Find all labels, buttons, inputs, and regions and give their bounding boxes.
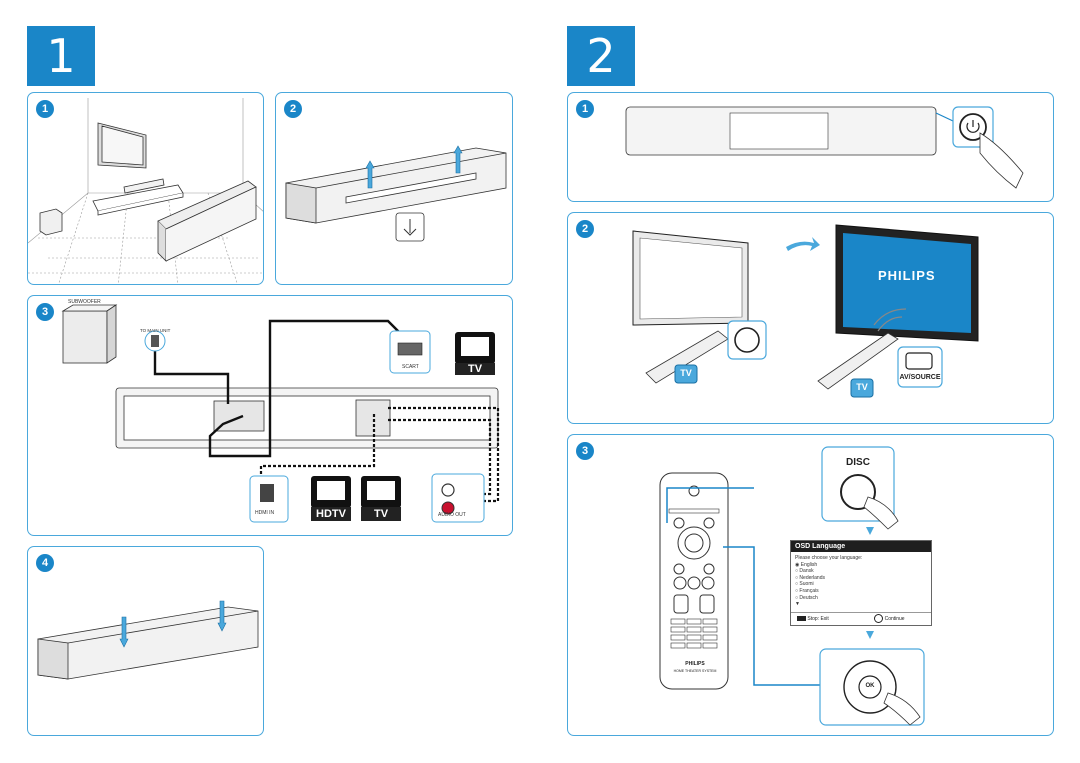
hdtv-tag: HDTV — [311, 507, 351, 521]
tv-tag-hdmi: TV — [361, 507, 401, 521]
scart-label: SCART — [402, 364, 419, 370]
remote-illustration — [659, 446, 925, 726]
main-unit-front-illustration — [37, 600, 259, 680]
remote-brand: PHILIPS — [685, 661, 705, 667]
step-badge: 2 — [576, 220, 594, 238]
osd-language-screen: OSD Language Please choose your language… — [790, 540, 932, 626]
panel-room-placement: 1 — [27, 92, 264, 285]
disc-button-label: DISC — [846, 457, 870, 468]
osd-language-option[interactable]: ○ Deutsch — [795, 594, 818, 601]
panel-attach-cover: 4 — [27, 546, 264, 736]
panel-power-on: 1 — [567, 92, 1054, 202]
step-badge: 1 — [36, 100, 54, 118]
to-main-unit-label: TO MAIN UNIT — [140, 328, 171, 333]
step-badge: 3 — [576, 442, 594, 460]
av-source-label: AV/SOURCE — [899, 374, 941, 381]
section-number-1: 1 — [27, 26, 95, 86]
connection-diagram — [61, 304, 500, 523]
osd-continue-label: Continue — [884, 616, 905, 622]
osd-language-option[interactable]: ○ Suomi — [795, 581, 814, 588]
osd-prompt: Please choose your language: — [795, 555, 863, 561]
subwoofer-label: SUBWOOFER — [68, 299, 101, 305]
main-unit-illustration — [285, 145, 507, 242]
tv-badge-1: TV — [680, 368, 692, 378]
panel-tv-source: 2 PHILIPS TV TV AV/SOURCE — [567, 212, 1054, 424]
osd-title: OSD Language — [791, 541, 931, 552]
tv-source-illustration — [632, 224, 979, 398]
step-badge: 1 — [576, 100, 594, 118]
step-badge: 2 — [284, 100, 302, 118]
audio-out-label: AUDIO OUT — [438, 512, 466, 518]
stop-icon — [797, 616, 806, 622]
section-number-2: 2 — [567, 26, 635, 86]
panel-remove-cover: 2 — [275, 92, 513, 285]
osd-stop-label: Stop: Exit — [807, 616, 829, 622]
remote-model: HOME THEATER SYSTEM — [673, 669, 717, 673]
panel-connections: 3 SUBWOOFER — [27, 295, 513, 536]
osd-language-option[interactable]: ○ Français — [795, 587, 819, 594]
osd-language-option[interactable]: ○ Nederlands — [795, 574, 825, 581]
tv-badge-2: TV — [856, 382, 868, 392]
osd-more-indicator: ▼ — [795, 601, 800, 608]
osd-language-option[interactable]: ◉ English — [795, 561, 818, 568]
step-badge: 4 — [36, 554, 54, 572]
room-illustration — [28, 98, 263, 284]
ok-icon — [874, 614, 884, 624]
step-badge: 3 — [36, 303, 54, 321]
ok-button-label: OK — [865, 683, 875, 689]
hdmi-in-label: HDMI IN — [255, 510, 275, 516]
osd-language-option[interactable]: ○ Dansk — [795, 568, 814, 575]
tv-tag-scart: TV — [455, 363, 495, 375]
power-on-illustration — [625, 106, 1024, 189]
tv-brand-logo: PHILIPS — [878, 268, 936, 283]
